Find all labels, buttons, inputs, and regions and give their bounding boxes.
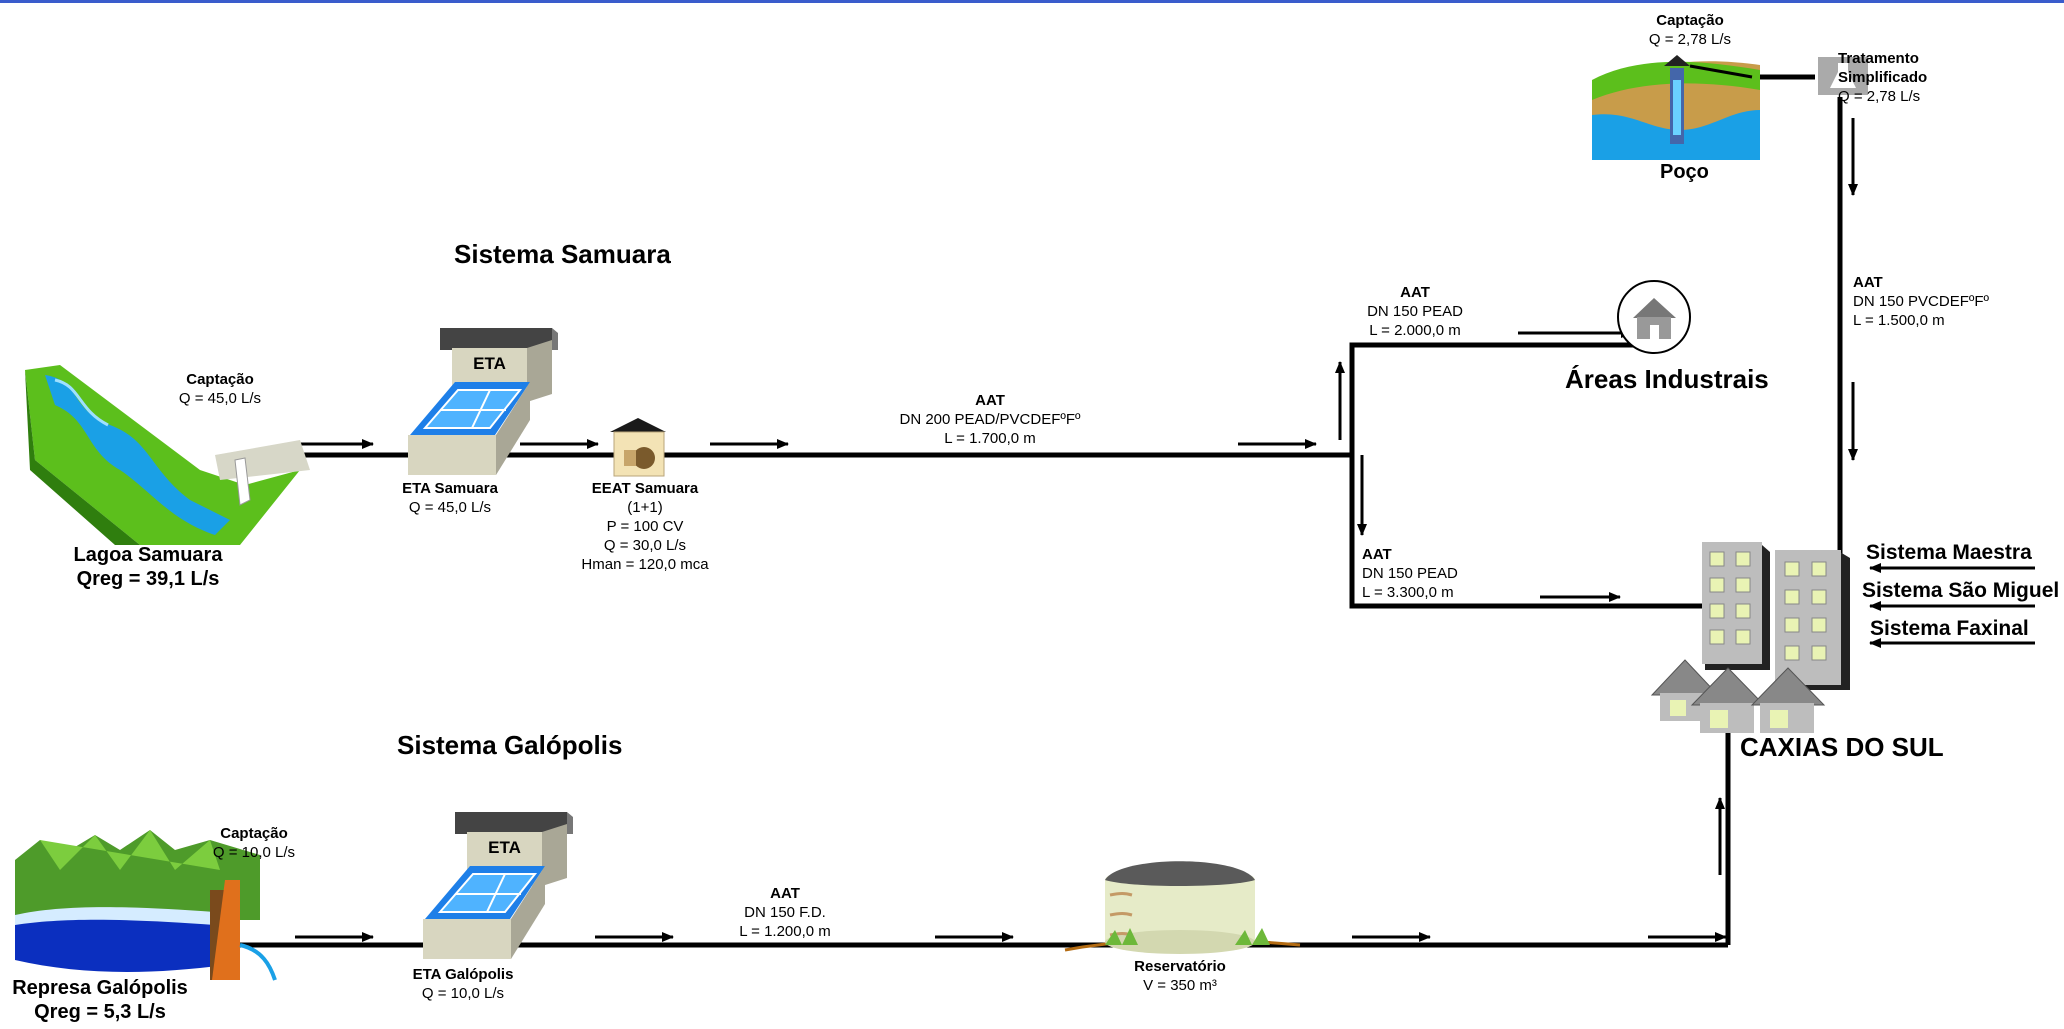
eta-icon bbox=[423, 812, 573, 959]
label-captacao-galopolis: Captação Q = 10,0 L/s bbox=[212, 825, 296, 861]
well-icon bbox=[1592, 55, 1760, 160]
label-captacao-samuara: Captação Q = 45,0 L/s bbox=[178, 371, 262, 407]
label-reservatorio: Reservatório V = 350 m³ bbox=[1134, 958, 1226, 994]
label-eta-galopolis: ETA Galópolis Q = 10,0 L/s bbox=[412, 966, 514, 1002]
label-eta-samuara: ETA Samuara Q = 45,0 L/s bbox=[402, 480, 498, 516]
label-aat-poco: AAT DN 150 PVCDEFºFº L = 1.500,0 m bbox=[1853, 274, 1989, 329]
flask-icon bbox=[1818, 57, 1868, 95]
label-tratamento-simplificado: Tratamento Simplificado Q = 2,78 L/s bbox=[1838, 50, 1928, 105]
flow-arrows bbox=[295, 118, 2035, 942]
title-sistema-galopolis: Sistema Galópolis bbox=[397, 730, 623, 760]
label-aat-industrias: AAT DN 150 PEAD L = 2.000,0 m bbox=[1367, 284, 1463, 339]
label-aat-galopolis: AAT DN 150 F.D. L = 1.200,0 m bbox=[739, 885, 831, 940]
top-accent-bar bbox=[0, 0, 2064, 3]
label-aat-caxias: AAT DN 150 PEAD L = 3.300,0 m bbox=[1362, 546, 1458, 601]
lake-icon bbox=[25, 365, 310, 545]
label-sistema-faxinal: Sistema Faxinal bbox=[1870, 617, 2029, 640]
label-aat-main: AAT DN 200 PEAD/PVCDEFºFº L = 1.700,0 m bbox=[899, 392, 1081, 447]
label-captacao-poco: Captação Q = 2,78 L/s bbox=[1648, 12, 1732, 48]
eta-galopolis-sign: ETA bbox=[488, 838, 521, 857]
eta-icon bbox=[408, 328, 558, 475]
title-areas-industriais: Áreas Industrais bbox=[1565, 364, 1769, 394]
house-icon bbox=[1617, 280, 1691, 354]
title-poco: Poço bbox=[1660, 161, 1709, 183]
label-represa-galopolis: Represa Galópolis Qreg = 5,3 L/s bbox=[12, 977, 188, 1023]
title-sistema-samuara: Sistema Samuara bbox=[454, 239, 671, 269]
label-sistema-sao-miguel: Sistema São Miguel bbox=[1862, 579, 2060, 602]
reservoir-icon bbox=[1064, 861, 1301, 954]
label-eeat-samuara: EEAT Samuara (1+1) P = 100 CV Q = 30,0 L… bbox=[581, 480, 709, 573]
label-lagoa-samuara: Lagoa Samuara Qreg = 39,1 L/s bbox=[73, 544, 223, 590]
eta-samuara-sign: ETA bbox=[473, 354, 506, 373]
city-icon bbox=[1650, 542, 1850, 733]
label-sistema-maestra: Sistema Maestra bbox=[1866, 541, 2032, 564]
pump-station-icon bbox=[610, 418, 666, 477]
dam-icon bbox=[15, 830, 277, 981]
title-caxias-do-sul: CAXIAS DO SUL bbox=[1740, 732, 1944, 762]
